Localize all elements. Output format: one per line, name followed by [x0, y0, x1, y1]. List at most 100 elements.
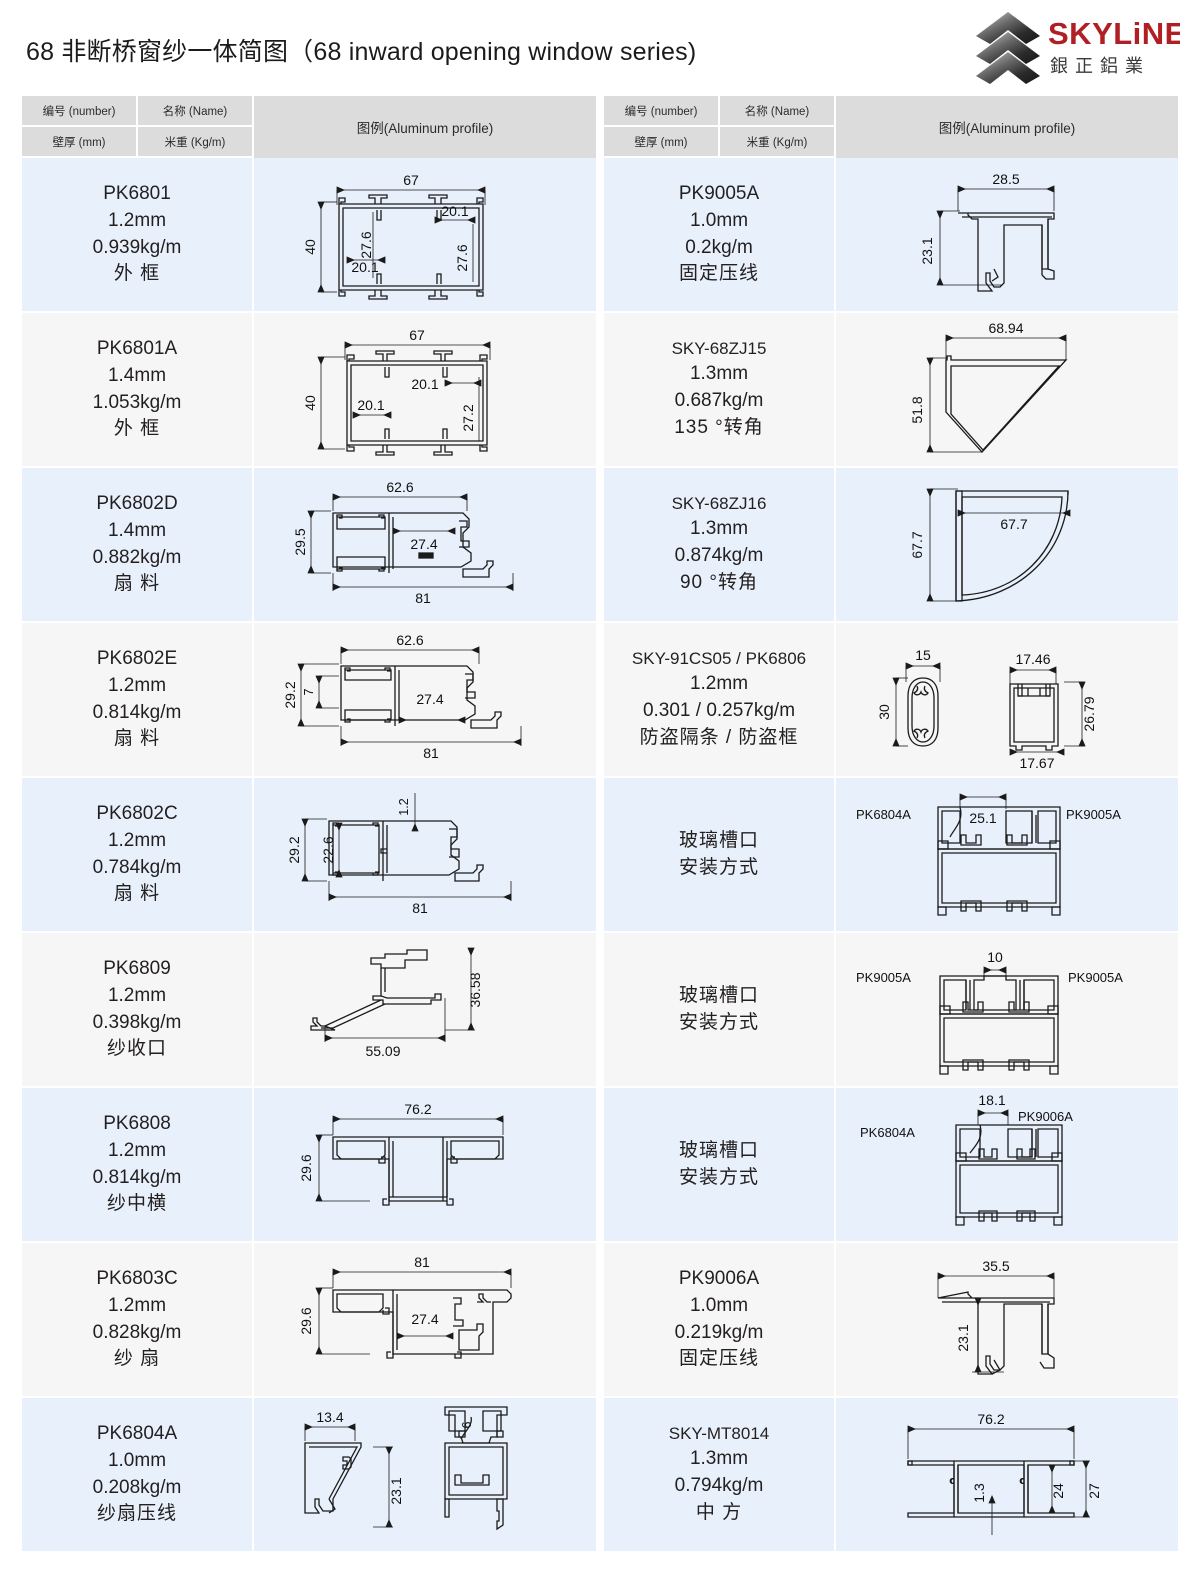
dim-label: 20.1: [351, 259, 378, 275]
profile-drawing: 28.5 23.1: [836, 158, 1178, 311]
profile-thickness: 1.2mm: [107, 674, 167, 696]
page-header: 68 非断桥窗纱一体简图（68 inward opening window se…: [0, 0, 1200, 96]
dim-label: 13.4: [316, 1409, 343, 1425]
profile-weight: 0.939kg/m: [92, 236, 182, 258]
right-table-header: 编号 (number) 名称 (Name) 壁厚 (mm) 米重 (Kg/m) …: [604, 96, 1178, 158]
dim-label: 27.4: [416, 691, 443, 707]
dim-label: 15: [915, 647, 931, 663]
profile-code: SKY-MT8014: [668, 1423, 770, 1443]
profile-thickness: 1.2mm: [107, 829, 167, 851]
header-number: 编号 (number): [22, 96, 138, 127]
profile-thickness: 1.2mm: [107, 984, 167, 1006]
page-title: 68 非断桥窗纱一体简图（68 inward opening window se…: [26, 38, 697, 66]
profile-thickness: 1.4mm: [107, 364, 167, 386]
profile-name: 固定压线: [678, 263, 759, 285]
logo-subtitle: 銀正鋁業: [1050, 56, 1150, 76]
header-thickness: 壁厚 (mm): [604, 127, 720, 158]
header-weight: 米重 (Kg/m): [720, 127, 836, 158]
profile-code: PK9006A: [678, 1267, 760, 1289]
profile-name: 纱 扇: [113, 1348, 161, 1370]
profile-name: 中 方: [695, 1502, 743, 1524]
row-spec: 玻璃槽口 安装方式: [604, 1088, 836, 1241]
profile-drawing: 36.58 55.09: [254, 933, 596, 1086]
row-spec: SKY-68ZJ15 1.3mm 0.687kg/m 135 °转角: [604, 313, 836, 466]
profile-drawing: PK9005A PK9005A 10: [836, 933, 1178, 1086]
dim-label: 23.1: [388, 1477, 404, 1504]
profile-name: 扇 料: [113, 573, 161, 595]
profile-name: 135 °转角: [674, 417, 764, 439]
dim-label: 27.2: [460, 404, 476, 431]
dim-label: 81: [423, 745, 439, 761]
profile-code: SKY-68ZJ15: [671, 338, 767, 358]
profile-code: PK6802C: [96, 802, 178, 824]
header-weight: 米重 (Kg/m): [138, 127, 254, 158]
dim-label: 29.5: [292, 528, 308, 555]
profile-name-2: 安装方式: [678, 1166, 759, 1188]
table-row: 玻璃槽口 安装方式 PK6804A PK9006A 18.1: [604, 1088, 1178, 1243]
profile-thickness: 1.2mm: [107, 1139, 167, 1161]
profile-weight: 0.784kg/m: [92, 856, 182, 878]
profile-code: PK6802D: [96, 492, 178, 514]
profile-code: SKY-91CS05 / PK6806: [631, 648, 807, 668]
row-spec: PK6802D 1.4mm 0.882kg/m 扇 料: [22, 468, 254, 621]
table-row: PK6802E 1.2mm 0.814kg/m 扇 料: [22, 623, 596, 778]
profile-thickness: 1.2mm: [107, 1294, 167, 1316]
dim-label: 27.4: [411, 1311, 438, 1327]
profile-drawing: 76.2 29.6: [254, 1088, 596, 1241]
dim-label: 29.6: [298, 1154, 314, 1181]
dim-label: 76.2: [404, 1101, 431, 1117]
profile-weight: 1.053kg/m: [92, 391, 182, 413]
dim-label: 26.79: [1081, 696, 1097, 731]
profile-name: 玻璃槽口: [678, 829, 759, 851]
dim-label: 1.2: [397, 798, 411, 815]
profile-drawing: 15 30: [836, 623, 1178, 776]
row-spec: 玻璃槽口 安装方式: [604, 933, 836, 1086]
table-row: PK6802D 1.4mm 0.882kg/m 扇 料: [22, 468, 596, 623]
profile-code: PK6803C: [96, 1267, 178, 1289]
dim-label: 17.46: [1015, 651, 1050, 667]
dim-label: 24: [1050, 1483, 1066, 1499]
profile-drawing: 81 29.6: [254, 1243, 596, 1396]
profile-drawing: 29.2 22.6 1.2 81: [254, 778, 596, 931]
profile-code: SKY-68ZJ16: [671, 493, 767, 513]
header-thickness: 壁厚 (mm): [22, 127, 138, 158]
profile-name-2: 安装方式: [678, 856, 759, 878]
profile-name: 90 °转角: [679, 572, 758, 594]
profile-drawing: PK6804A PK9005A 25.1: [836, 778, 1178, 931]
part-label: PK6804A: [860, 1125, 915, 1140]
profile-weight: 0.828kg/m: [92, 1321, 182, 1343]
profile-name: 扇 料: [113, 883, 161, 905]
profile-weight: 0.219kg/m: [674, 1321, 764, 1343]
table-row: PK6809 1.2mm 0.398kg/m 纱收口: [22, 933, 596, 1088]
header-number: 编号 (number): [604, 96, 720, 127]
table-row: SKY-MT8014 1.3mm 0.794kg/m 中 方: [604, 1398, 1178, 1553]
profile-drawing: 68.94 51.8: [836, 313, 1178, 466]
dim-label: 62.6: [386, 479, 413, 495]
logo-wordmark: SKYLiNE: [1048, 16, 1180, 51]
row-spec: PK6801A 1.4mm 1.053kg/m 外 框: [22, 313, 254, 466]
table-row: PK9005A 1.0mm 0.2kg/m 固定压线: [604, 158, 1178, 313]
header-profile: 图例(Aluminum profile): [938, 121, 1076, 136]
dim-label: 29.2: [286, 836, 302, 863]
profile-thickness: 1.3mm: [689, 518, 749, 540]
dim-label: 29.2: [282, 681, 298, 708]
dim-label: 27.6: [358, 231, 374, 258]
profile-weight: 0.208kg/m: [92, 1476, 182, 1498]
table-row: SKY-68ZJ16 1.3mm 0.874kg/m 90 °转角: [604, 468, 1178, 623]
profile-name: 纱中横: [106, 1193, 167, 1215]
table-row: PK6803C 1.2mm 0.828kg/m 纱 扇: [22, 1243, 596, 1398]
profile-name: 纱扇压线: [96, 1503, 177, 1525]
profile-weight: 0.814kg/m: [92, 701, 182, 723]
left-table-header: 编号 (number) 名称 (Name) 壁厚 (mm) 米重 (Kg/m) …: [22, 96, 596, 158]
table-row: 玻璃槽口 安装方式 PK6804A PK9005A 25.1: [604, 778, 1178, 933]
dim-label: 23.1: [919, 237, 935, 264]
part-label: PK9006A: [1018, 1109, 1073, 1124]
row-spec: PK6802C 1.2mm 0.784kg/m 扇 料: [22, 778, 254, 931]
row-spec: SKY-91CS05 / PK6806 1.2mm 0.301 / 0.257k…: [604, 623, 836, 776]
dim-label: 1.3: [971, 1483, 987, 1503]
dim-label: 40: [302, 239, 318, 255]
profile-name: 外 框: [113, 263, 161, 285]
part-label: PK9005A: [856, 970, 911, 985]
header-name: 名称 (Name): [138, 96, 254, 127]
profile-name-2: 安装方式: [678, 1011, 759, 1033]
